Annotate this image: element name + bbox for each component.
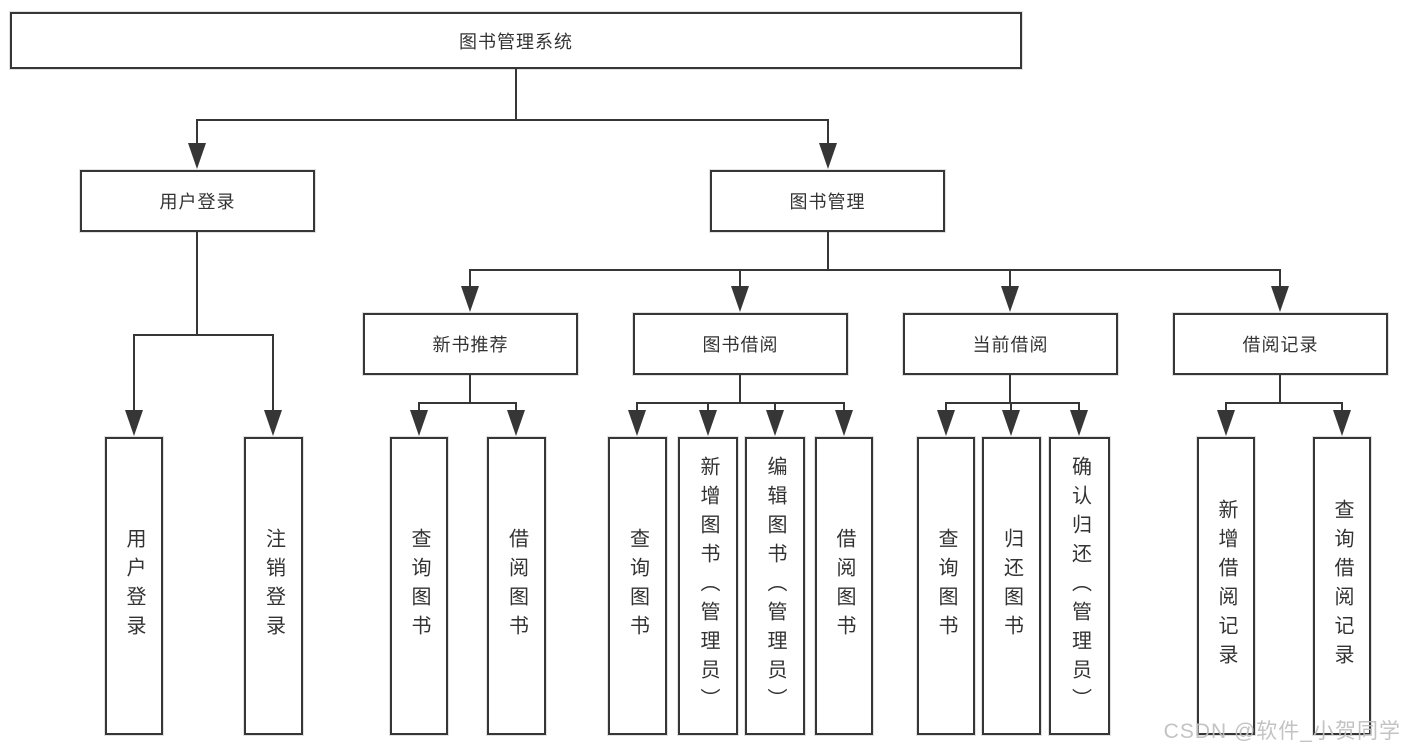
connector-line bbox=[1341, 402, 1343, 414]
leaf-query-borrow-record: 查询借阅记录 bbox=[1313, 437, 1371, 735]
node-label: 用户登录 bbox=[123, 528, 145, 644]
leaf-user-login: 用户登录 bbox=[105, 437, 163, 735]
node-label: 图书管理系统 bbox=[459, 31, 573, 52]
node-label: 确认归还（管理员） bbox=[1068, 455, 1091, 717]
connector-line bbox=[196, 120, 198, 146]
node-borrowing-records: 借阅记录 bbox=[1173, 313, 1388, 375]
node-label: 借阅图书 bbox=[833, 528, 855, 644]
connector-line bbox=[515, 402, 517, 414]
node-label: 查询图书 bbox=[935, 528, 957, 644]
arrowhead-icon bbox=[1271, 286, 1289, 312]
connector-line bbox=[1225, 402, 1343, 404]
connector-line bbox=[739, 375, 741, 404]
connector-line bbox=[133, 335, 135, 413]
node-label: 新增借阅记录 bbox=[1215, 499, 1237, 673]
connector-line bbox=[1009, 375, 1011, 404]
connector-line bbox=[418, 402, 517, 404]
leaf-query-books-recommend: 查询图书 bbox=[390, 437, 448, 735]
leaf-borrow-books-recommend: 借阅图书 bbox=[487, 437, 546, 735]
node-current-borrowing: 当前借阅 bbox=[903, 313, 1118, 375]
leaf-add-books-admin: 新增图书（管理员） bbox=[678, 437, 738, 735]
arrowhead-icon bbox=[937, 410, 955, 436]
connector-line bbox=[1279, 375, 1281, 404]
arrowhead-icon bbox=[1333, 410, 1351, 436]
leaf-query-books-current: 查询图书 bbox=[917, 437, 975, 735]
node-label: 查询借阅记录 bbox=[1331, 499, 1353, 673]
arrowhead-icon bbox=[699, 410, 717, 436]
arrowhead-icon bbox=[264, 410, 282, 436]
connector-line bbox=[196, 119, 829, 121]
leaf-add-borrow-record: 新增借阅记录 bbox=[1197, 437, 1255, 735]
connector-line bbox=[827, 120, 829, 146]
leaf-return-books: 归还图书 bbox=[982, 437, 1041, 735]
arrowhead-icon bbox=[835, 410, 853, 436]
connector-line bbox=[272, 335, 274, 413]
connector-line bbox=[739, 270, 741, 288]
node-label: 归还图书 bbox=[1000, 528, 1023, 644]
node-label: 新增图书（管理员） bbox=[697, 455, 719, 717]
connector-line bbox=[827, 232, 829, 271]
connector-line bbox=[1279, 270, 1281, 288]
connector-line bbox=[636, 402, 845, 404]
node-label: 查询图书 bbox=[408, 528, 430, 644]
connector-line bbox=[707, 402, 709, 414]
node-new-book-recommendation: 新书推荐 bbox=[363, 313, 578, 375]
leaf-query-books-borrow: 查询图书 bbox=[608, 437, 667, 735]
leaf-borrow-books: 借阅图书 bbox=[815, 437, 873, 735]
arrowhead-icon bbox=[188, 143, 206, 169]
connector-line bbox=[469, 269, 1281, 271]
arrowhead-icon bbox=[1001, 286, 1019, 312]
node-label: 注销登录 bbox=[262, 528, 285, 644]
node-label: 图书借阅 bbox=[702, 335, 779, 355]
connector-line bbox=[133, 334, 274, 336]
connector-line bbox=[1225, 402, 1227, 414]
connector-line bbox=[196, 232, 198, 336]
node-label: 新书推荐 bbox=[432, 335, 509, 355]
node-label: 借阅记录 bbox=[1242, 335, 1319, 355]
node-label: 借阅图书 bbox=[505, 528, 528, 644]
connector-line bbox=[636, 402, 638, 414]
node-library-management-system: 图书管理系统 bbox=[10, 12, 1022, 69]
node-book-borrowing: 图书借阅 bbox=[633, 313, 848, 375]
connector-line bbox=[843, 402, 845, 414]
arrowhead-icon bbox=[410, 410, 428, 436]
node-book-management: 图书管理 bbox=[710, 170, 945, 232]
connector-line bbox=[1010, 402, 1012, 414]
arrowhead-icon bbox=[766, 410, 784, 436]
node-label: 用户登录 bbox=[159, 192, 236, 212]
leaf-edit-books-admin: 编辑图书（管理员） bbox=[745, 437, 805, 735]
connector-line bbox=[469, 270, 471, 288]
connector-line bbox=[774, 402, 776, 414]
arrowhead-icon bbox=[819, 143, 837, 169]
connector-line bbox=[469, 375, 471, 404]
connector-line bbox=[1009, 270, 1011, 288]
connector-line bbox=[945, 402, 1080, 404]
leaf-logout: 注销登录 bbox=[244, 437, 303, 735]
leaf-confirm-return-admin: 确认归还（管理员） bbox=[1049, 437, 1110, 735]
arrowhead-icon bbox=[1070, 410, 1088, 436]
node-label: 图书管理 bbox=[789, 192, 866, 212]
arrowhead-icon bbox=[461, 286, 479, 312]
node-label: 编辑图书（管理员） bbox=[764, 455, 786, 717]
connector-line bbox=[945, 402, 947, 414]
connector-line bbox=[418, 402, 420, 414]
arrowhead-icon bbox=[1217, 410, 1235, 436]
arrowhead-icon bbox=[507, 410, 525, 436]
node-user-login: 用户登录 bbox=[80, 170, 315, 232]
node-label: 当前借阅 bbox=[972, 335, 1049, 355]
connector-line bbox=[515, 69, 517, 121]
arrowhead-icon bbox=[125, 410, 143, 436]
arrowhead-icon bbox=[1002, 410, 1020, 436]
csdn-watermark: CSDN @软件_小贺同学 bbox=[1163, 720, 1401, 743]
arrowhead-icon bbox=[628, 410, 646, 436]
node-label: 查询图书 bbox=[626, 528, 649, 644]
arrowhead-icon bbox=[731, 286, 749, 312]
connector-line bbox=[1078, 402, 1080, 414]
